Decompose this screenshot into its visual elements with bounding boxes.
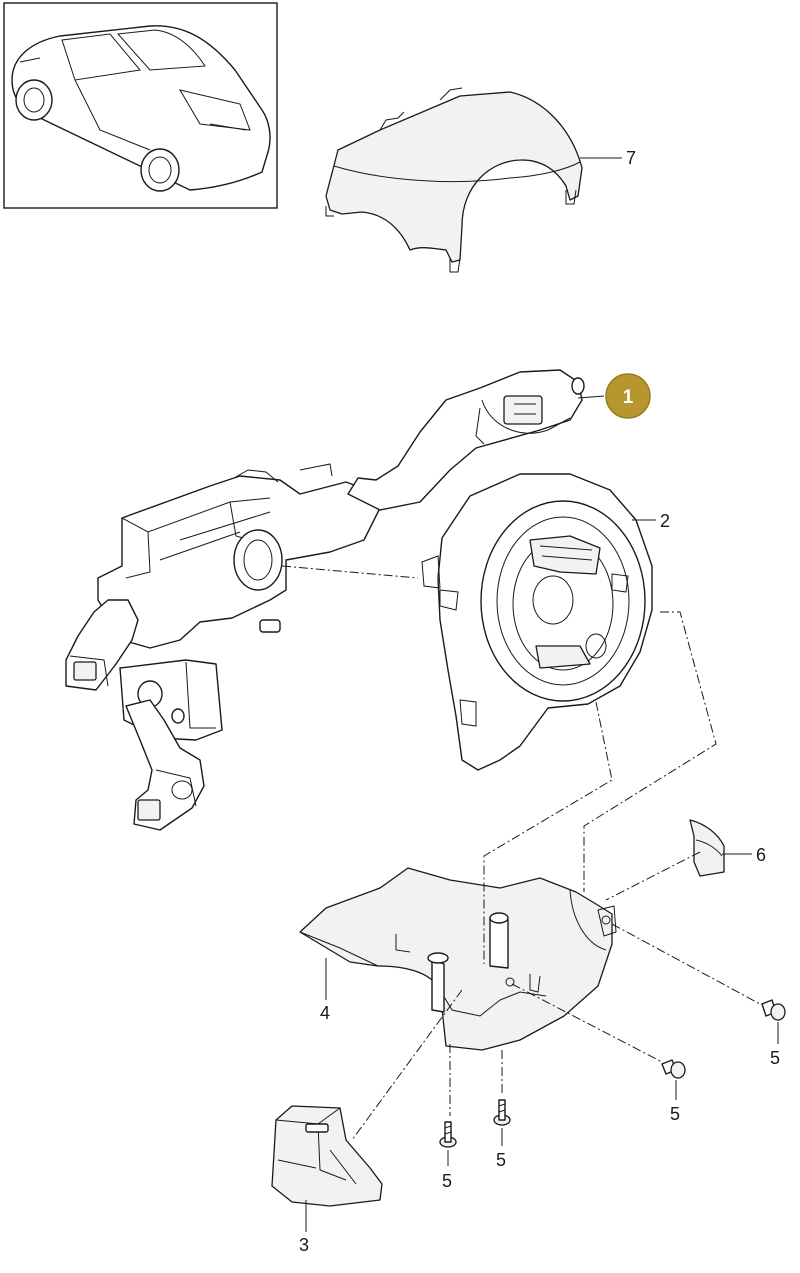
callout-4-label[interactable]: 4 [320, 1003, 330, 1023]
screw-5-b [493, 1099, 511, 1126]
assembly-lines [281, 565, 761, 1141]
callout-5-label-d[interactable]: 5 [770, 1048, 780, 1068]
part-1-combination-switch [65, 369, 585, 831]
screw-5-a [439, 1121, 457, 1148]
part-6-clip [689, 819, 725, 877]
part-4-lower-trim [299, 867, 617, 1051]
callout-6-label[interactable]: 6 [756, 845, 766, 865]
vehicle-thumbnail [3, 2, 278, 209]
callout-7-label[interactable]: 7 [626, 148, 636, 168]
screw-5-d [761, 999, 786, 1021]
part-2-clock-spring [421, 473, 653, 771]
callout-5-label-b[interactable]: 5 [496, 1150, 506, 1170]
callout-5-label-a[interactable]: 5 [442, 1171, 452, 1191]
part-3-switch-module [271, 1105, 383, 1207]
callout-1-label: 1 [623, 387, 634, 408]
screw-5-c [661, 1059, 686, 1079]
callout-5-label-c[interactable]: 5 [670, 1104, 680, 1124]
callout-3-label[interactable]: 3 [299, 1235, 309, 1255]
part-7-upper-trim [325, 87, 583, 273]
callout-badge-1[interactable]: 1 [605, 373, 651, 419]
callout-2-label[interactable]: 2 [660, 511, 670, 531]
leader-lines [305, 157, 779, 1232]
